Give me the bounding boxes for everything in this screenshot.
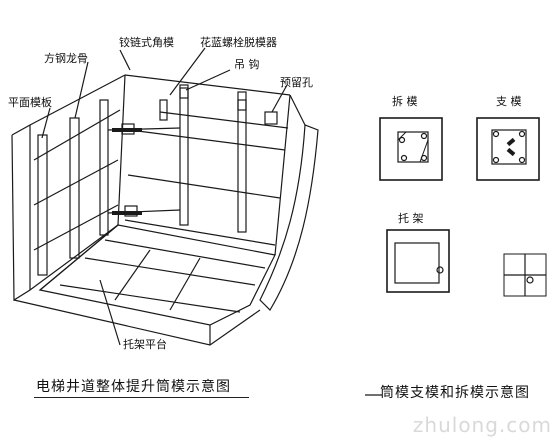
right-wall-top <box>289 94 306 126</box>
label-steel-keel: 方钢龙骨 <box>44 52 88 65</box>
label-bracket: 托 架 <box>398 212 424 225</box>
label-screw-demolder: 花蓝螺栓脱模器 <box>200 36 277 49</box>
caption-left-underline <box>34 397 249 398</box>
watermark: zhulong.com <box>412 413 552 437</box>
caption-left: 电梯井道整体提升筒模示意图 <box>36 379 231 395</box>
caption-right: 筒模支模和拆模示意图 <box>380 385 530 401</box>
label-support: 支 模 <box>496 95 522 108</box>
label-reserved-hole: 预留孔 <box>280 76 313 89</box>
back-wall-top <box>124 74 291 96</box>
label-bracket-platform: 托架平台 <box>123 338 167 351</box>
label-plane-formwork: 平面模板 <box>8 96 52 109</box>
label-demold: 拆 模 <box>392 95 418 108</box>
label-corner-mold: 铰链式角模 <box>119 36 174 49</box>
label-hook: 吊 钩 <box>234 58 260 71</box>
